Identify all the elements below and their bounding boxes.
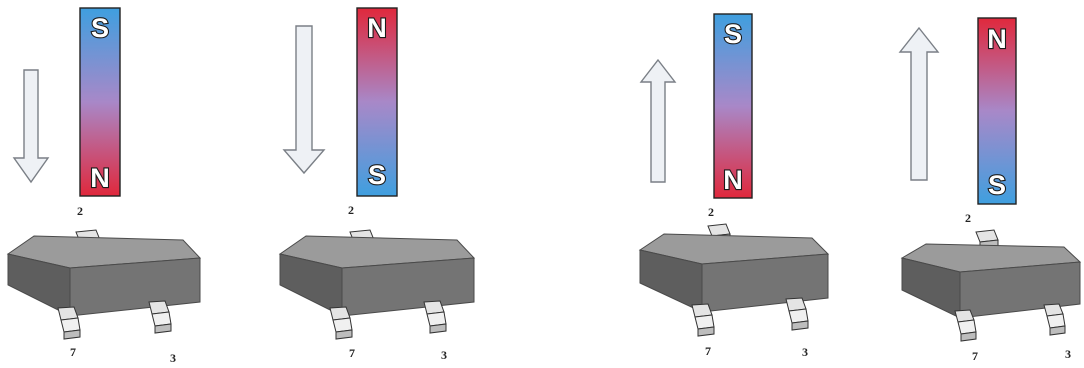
bar-magnet: N S [356,7,398,197]
bar-magnet: S N [713,13,753,199]
magnet-top-pole: N [367,13,387,43]
hall-sensor-chip [278,229,476,340]
magnet-bottom-pole: N [723,165,743,195]
bar-magnet: N S [977,17,1017,205]
pin-3 [423,300,447,334]
pin-label-bottom-left: 7 [70,345,76,359]
pin-label-bottom-left: 7 [972,349,978,363]
chip-front-face [341,257,475,317]
chip-front-face [959,261,1081,319]
pin-label-bottom-right: 3 [170,351,176,365]
pin-label-bottom-right: 3 [441,348,447,362]
panel-3: S N 2 7 3 [638,13,830,359]
pin-label-top: 2 [348,203,354,217]
pin-3 [785,297,809,331]
hall-sensor-chip [6,229,202,340]
hall-sensor-chip [638,223,830,337]
arrow-up-icon [639,58,677,183]
pin-label-bottom-right: 3 [1065,347,1071,361]
chip-front-face [69,257,201,317]
pin-3 [1043,303,1066,336]
hall-sensor-chip [900,229,1082,342]
pin-label-top: 2 [77,204,83,218]
pin-label-top: 2 [965,211,971,225]
pin-label-top: 2 [708,205,714,219]
chip-front-face [701,253,829,313]
magnet-bottom-pole: S [368,160,386,190]
panel-2: N S 2 7 3 [278,7,476,362]
pin-3 [148,300,172,334]
bar-magnet: S N [79,7,121,197]
pin-1 [329,306,353,340]
magnet-top-pole: S [724,19,742,49]
pin-1 [691,303,715,337]
panel-1: S N 2 7 [6,7,202,365]
magnet-top-pole: N [987,24,1007,54]
arrow-up-icon [898,26,940,181]
magnet-top-pole: S [91,13,109,43]
pin-1 [954,309,977,342]
pin-1 [57,306,81,340]
arrow-down-icon [12,69,50,184]
pin-label-bottom-left: 7 [349,346,355,360]
pin-label-bottom-right: 3 [802,345,808,359]
pin-label-bottom-left: 7 [705,344,711,358]
magnet-bottom-pole: N [90,163,110,193]
arrow-down-icon [282,25,326,175]
magnet-bottom-pole: S [988,170,1006,200]
panel-4: N S 2 7 3 [898,17,1082,363]
